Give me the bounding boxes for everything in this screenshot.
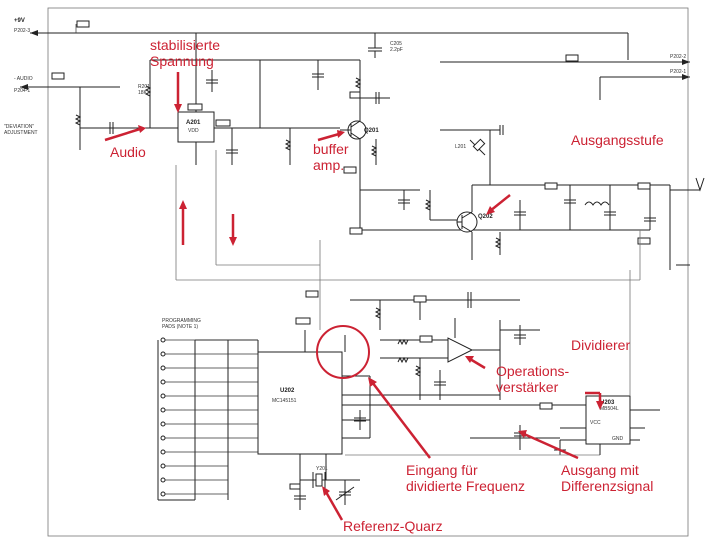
arrow-crystal [324, 491, 344, 521]
arrow-audio [104, 127, 141, 142]
label-divided-freq-input: Eingang für dividierte Frequenz [406, 462, 526, 494]
gnd-pin-label: GND [612, 436, 624, 442]
programming-pads [157, 337, 258, 501]
annotation-markers [104, 72, 604, 521]
transistor-q202 [456, 184, 540, 260]
crystal-y201 [289, 472, 360, 510]
a201-label: A201 [186, 120, 201, 126]
adjustment-label: ADJUSTMENT [4, 130, 38, 136]
u202-part: MC145151 [272, 398, 297, 404]
label-stabilized-voltage: stabilisierte Spannung [150, 37, 221, 69]
label-divider: Dividierer [571, 337, 631, 353]
right-connectors [440, 54, 690, 100]
arrow-buffer [317, 132, 340, 142]
vcc-label: +9V [14, 18, 25, 24]
label-output-stage: Ausgangsstufe [571, 132, 664, 148]
arrow-opamp [469, 357, 486, 370]
y201-label: Y201 [316, 466, 328, 472]
audio-in-label: - AUDIO [14, 76, 33, 82]
vdd-label: VDD [188, 128, 199, 134]
r201-value: 18K [138, 90, 148, 96]
label-diff-output: Ausgang mit Differenzsignal [561, 462, 654, 494]
arrow-output-stage [489, 194, 511, 212]
u203-part: MB504L [600, 406, 619, 412]
p202-2-label: P202-2 [670, 54, 686, 60]
label-audio: Audio [110, 144, 146, 160]
arrow-diff-output [523, 432, 579, 460]
opamp-section [305, 290, 540, 438]
r201-label: R201 [138, 84, 150, 90]
coupling-network [349, 125, 650, 235]
c205-value: 2.2pF [390, 47, 403, 53]
p202-1-label: P202-1 [670, 69, 686, 75]
programming-label: PROGRAMMING [162, 318, 201, 324]
p202-3-label: P202-3 [14, 28, 30, 34]
highlight-circle [316, 325, 370, 379]
q202-label: Q202 [478, 214, 493, 220]
feedback-lines [175, 150, 641, 330]
u203-label: U203 [600, 400, 615, 406]
top-caps [300, 59, 390, 112]
audio-input [20, 72, 150, 150]
output-filter [540, 177, 705, 270]
u202-label: U202 [280, 388, 295, 394]
resistor-r201 [144, 59, 300, 165]
regulator-a201 [150, 33, 340, 165]
label-buffer-amp: buffer amp. [313, 141, 349, 173]
p204-1-label: P204-1 [14, 88, 30, 94]
label-ref-crystal: Referenz-Quarz [343, 518, 443, 534]
divider-chip-u203 [345, 270, 660, 456]
pads-note: PADS (NOTE 1) [162, 324, 198, 330]
transistor-q201 [340, 112, 378, 175]
c205-label: C205 [390, 41, 402, 47]
sheet-frame [47, 7, 689, 537]
label-opamp: Operations- verstärker [496, 363, 570, 395]
q201-label: Q201 [364, 128, 379, 134]
supply-rail [30, 20, 629, 60]
arrow-divided-input [371, 381, 431, 459]
pll-chip-u202 [194, 317, 500, 500]
deviation-label: "DEVIATION" [4, 124, 34, 130]
vcc-pin-label: VCC [590, 420, 601, 426]
l201-label: L201 [455, 144, 466, 150]
